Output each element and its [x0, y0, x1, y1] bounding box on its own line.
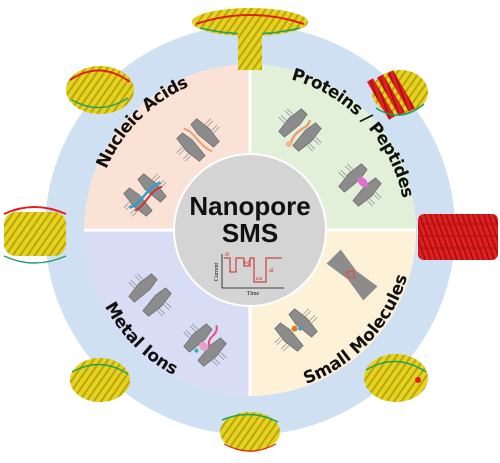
trace-label-dwell: toff	[244, 261, 251, 266]
trace-label-on: ton	[256, 277, 263, 282]
pore-illustration-nucleic-1	[169, 111, 227, 169]
trace-label-delta: ΔI	[268, 269, 274, 274]
inset-y-label: Current	[214, 263, 220, 282]
protein-structure-top-right	[366, 70, 428, 120]
protein-structure-left	[3, 206, 67, 264]
protein-structure-right	[418, 214, 498, 260]
pore-illustration-small-2	[267, 301, 325, 359]
protein-structure-bottom-right	[364, 354, 428, 402]
pore-illustration-metal-2	[176, 316, 234, 374]
pore-illustration-protein-1	[271, 101, 329, 159]
current-trace-line	[224, 257, 282, 283]
pore-illustration-small-1	[326, 249, 378, 301]
protein-structure-top	[192, 8, 308, 70]
pore-illustration-protein-2	[331, 156, 389, 214]
trace-label-level: I0	[224, 253, 230, 258]
inset-x-label: Time	[247, 291, 260, 297]
center-disc	[173, 153, 327, 307]
protein-structure-bottom	[220, 412, 280, 452]
center-title-line2: SMS	[222, 218, 278, 248]
center-title-line1: Nanopore	[189, 191, 310, 221]
protein-structure-bottom-left	[70, 358, 130, 402]
protein-structure-top-left	[66, 66, 134, 114]
current-trace-inset: Current Time I0 toff ton ΔI	[214, 253, 284, 297]
pore-illustration-nucleic-2	[116, 166, 174, 224]
